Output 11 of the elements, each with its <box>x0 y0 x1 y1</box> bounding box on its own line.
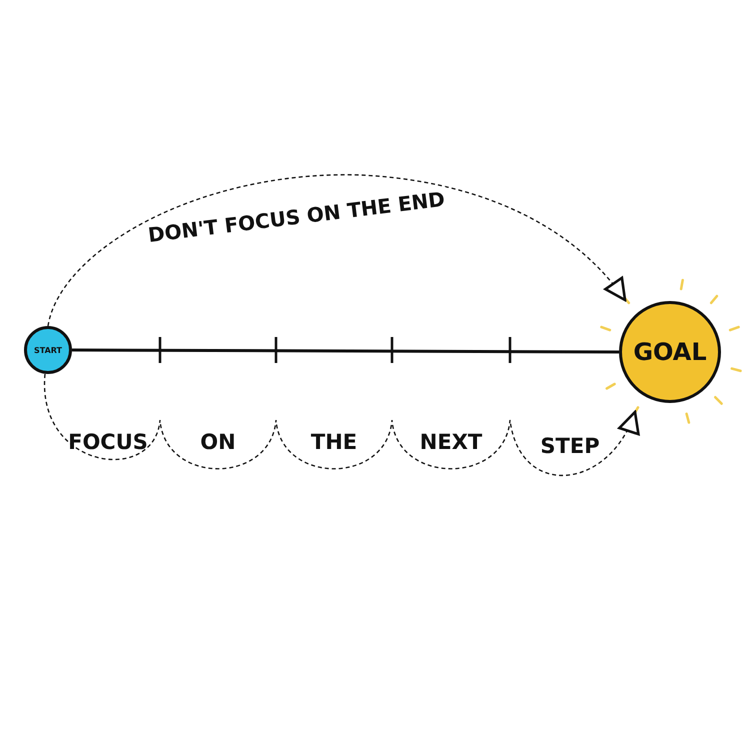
timeline-line <box>72 348 619 354</box>
node-label: START <box>34 346 62 354</box>
step-word: FOCUS <box>68 430 148 454</box>
step-word: NEXT <box>420 430 482 454</box>
step-word: THE <box>310 430 358 454</box>
step-word: ON <box>200 430 236 454</box>
step-word: STEP <box>540 434 600 458</box>
dashed-arrow <box>44 374 638 476</box>
node-label: GOAL <box>633 338 707 366</box>
dashed-arrow <box>47 174 626 326</box>
start-circle <box>24 326 72 374</box>
